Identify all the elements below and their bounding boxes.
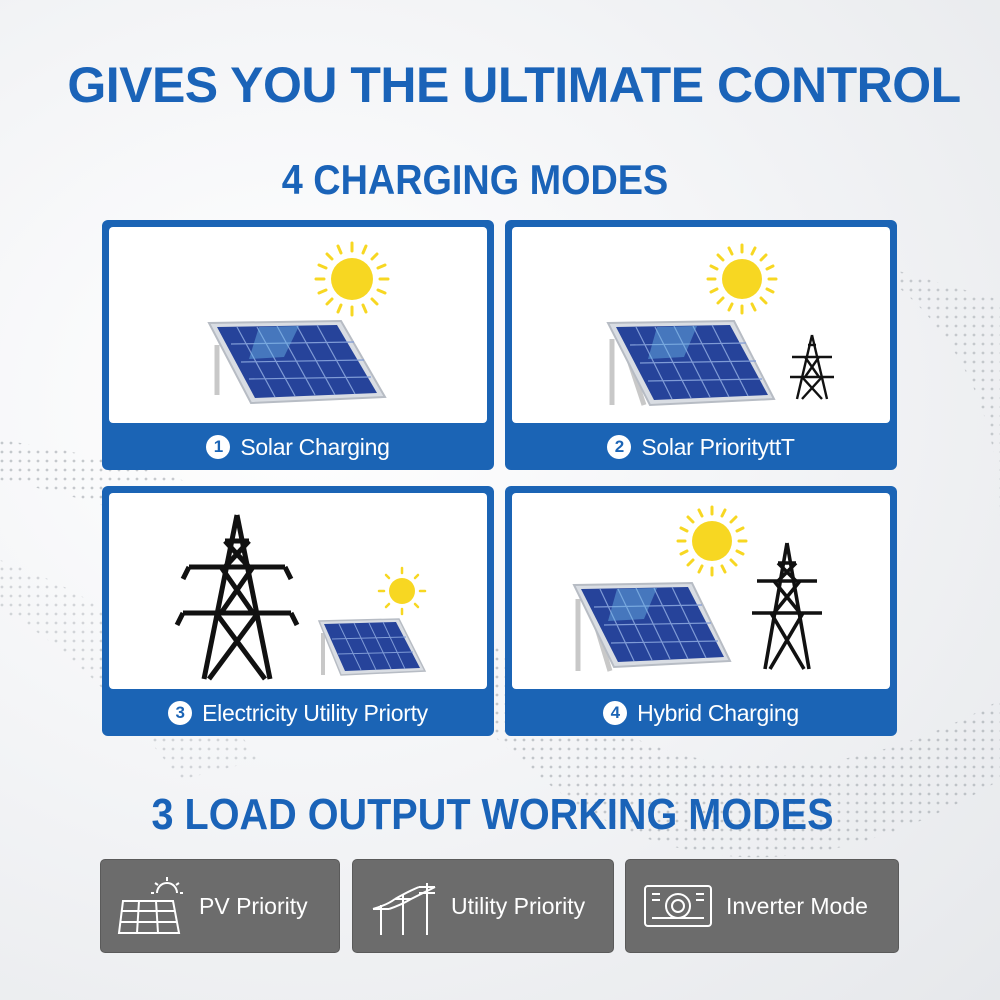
charging-mode-card-4: 4 Hybrid Charging xyxy=(505,486,897,736)
number-badge: 2 xyxy=(607,435,632,459)
charging-mode-label: Solar PriorityttT xyxy=(641,433,795,460)
mode-label: Inverter Mode xyxy=(726,892,868,919)
charging-mode-card-3: 3 Electricity Utility Priorty xyxy=(102,486,494,736)
number-badge: 3 xyxy=(168,701,193,725)
mode-label: PV Priority xyxy=(199,892,308,919)
utility-poles-icon xyxy=(372,883,436,935)
sun-icon xyxy=(676,505,748,577)
charging-mode-label: Hybrid Charging xyxy=(637,699,799,726)
charging-mode-caption: 2 Solar PriorityttT xyxy=(505,424,897,470)
solar-panel-sun-icon xyxy=(117,877,183,934)
solar-panel-icon xyxy=(317,618,427,676)
power-tower-icon xyxy=(174,514,300,681)
charging-mode-caption: 1 Solar Charging xyxy=(102,424,494,470)
mode-pv-priority: PV Priority xyxy=(100,859,340,953)
charging-mode-card-1: 1 Solar Charging xyxy=(102,220,494,470)
charging-mode-illustration xyxy=(512,493,890,689)
inverter-device-icon xyxy=(644,885,712,927)
power-tower-icon xyxy=(790,334,834,400)
charging-mode-illustration xyxy=(109,493,487,689)
charging-mode-caption: 4 Hybrid Charging xyxy=(505,690,897,736)
solar-panel-icon xyxy=(606,319,776,407)
sun-icon xyxy=(314,241,390,317)
mode-label: Utility Priority xyxy=(451,892,586,919)
solar-panel-icon xyxy=(572,581,732,672)
mode-inverter: Inverter Mode xyxy=(625,859,899,953)
page-title: GIVES YOU THE ULTIMATE CONTROL xyxy=(67,57,961,113)
number-badge: 1 xyxy=(206,435,231,459)
number-badge: 4 xyxy=(603,701,628,725)
power-tower-icon xyxy=(752,542,822,670)
mode-utility-priority: Utility Priority xyxy=(352,859,614,953)
charging-modes-heading: 4 CHARGING MODES xyxy=(281,156,669,203)
sun-icon xyxy=(377,566,427,616)
charging-mode-illustration xyxy=(512,227,890,423)
charging-mode-label: Solar Charging xyxy=(240,433,390,460)
charging-mode-label: Electricity Utility Priorty xyxy=(202,699,428,726)
charging-mode-caption: 3 Electricity Utility Priorty xyxy=(102,690,494,736)
solar-panel-icon xyxy=(207,319,387,405)
sun-icon xyxy=(706,243,778,315)
charging-mode-illustration xyxy=(109,227,487,423)
load-output-modes-heading: 3 LOAD OUTPUT WORKING MODES xyxy=(151,790,834,839)
charging-mode-card-2: 2 Solar PriorityttT xyxy=(505,220,897,470)
